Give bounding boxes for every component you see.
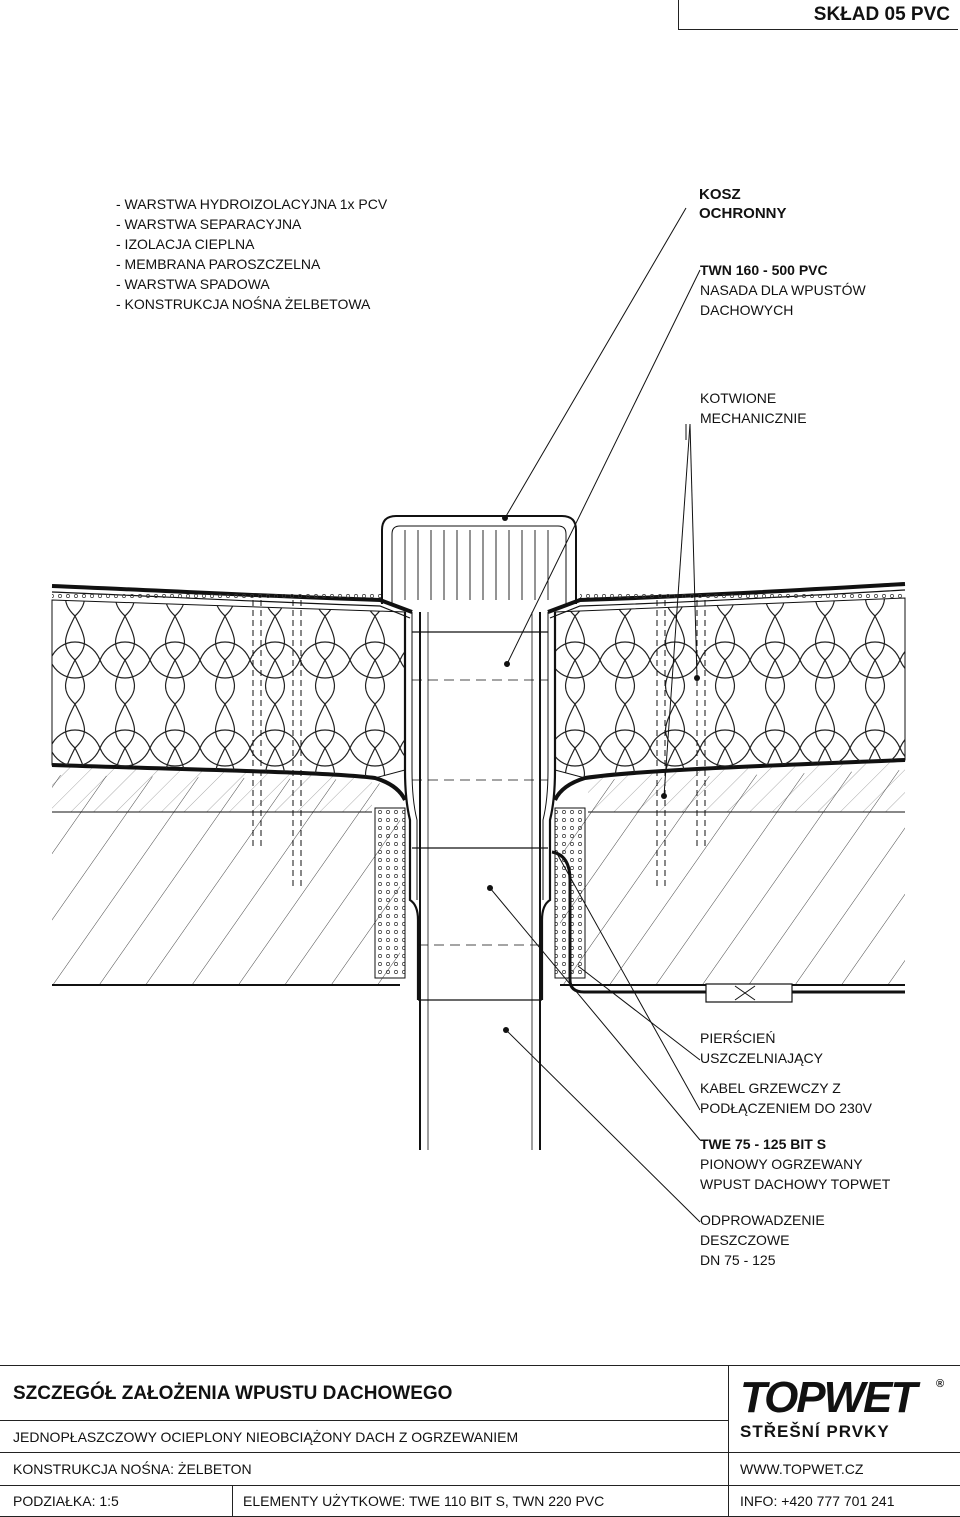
roof-drain-body (403, 612, 557, 1150)
layer-list: - WARSTWA HYDROIZOLACYJNA 1x PCV - WARST… (116, 194, 387, 314)
label-twn-line2: DACHOWYCH (700, 302, 794, 318)
footer-website: WWW.TOPWET.CZ (740, 1461, 864, 1477)
thermal-insulation (51, 597, 906, 779)
footer-title: SZCZEGÓŁ ZAŁOŻENIA WPUSTU DACHOWEGO (13, 1383, 453, 1404)
label-odprowadzenie: ODPROWADZENIE DESZCZOWE DN 75 - 125 (700, 1210, 825, 1270)
waterproof-membrane (51, 582, 906, 619)
label-kotwione: KOTWIONE MECHANICZNIE (700, 388, 807, 428)
label-kotwione-line2: MECHANICZNIE (700, 410, 807, 426)
footer-elements: ELEMENTY UŻYTKOWE: TWE 110 BIT S, TWN 22… (243, 1493, 605, 1509)
label-odprow-line3: DN 75 - 125 (700, 1252, 776, 1268)
title-block-rule (0, 1452, 960, 1453)
label-odprow-line2: DESZCZOWE (700, 1232, 790, 1248)
heating-cable (551, 850, 905, 994)
label-pierscien: PIERŚCIEŃ USZCZELNIAJĄCY (700, 1028, 823, 1068)
logo-registered-mark: ® (936, 1378, 945, 1390)
leader-dots (487, 515, 700, 1033)
label-pierscien-line2: USZCZELNIAJĄCY (700, 1050, 823, 1066)
footer-construction: KONSTRUKCJA NOŚNA: ŻELBETON (13, 1461, 252, 1477)
concrete-slab (52, 770, 905, 986)
title-block-rule (0, 1485, 960, 1486)
label-twe: TWE 75 - 125 BIT S PIONOWY OGRZEWANY WPU… (700, 1134, 890, 1194)
leader-lines (489, 207, 701, 1223)
label-kosz-line1: KOSZ (699, 186, 741, 203)
label-twn-line1: NASADA DLA WPUSTÓW (700, 282, 866, 298)
label-kabel-line2: PODŁĄCZENIEM DO 230V (700, 1100, 872, 1116)
label-kabel-line1: KABEL GRZEWCZY Z (700, 1080, 841, 1096)
layer-item: - KONSTRUKCJA NOŚNA ŻELBETOWA (116, 296, 371, 312)
footer-subtitle: JEDNOPŁASZCZOWY OCIEPLONY NIEOBCIĄŻONY D… (13, 1429, 519, 1445)
layer-item: - MEMBRANA PAROSZCZELNA (116, 256, 321, 272)
title-block-top-rule (0, 1365, 960, 1366)
topwet-logo: TOPWET ® STŘEŠNÍ PRVKY (740, 1373, 950, 1444)
sheet-title: SKŁAD 05 PVC (813, 4, 950, 25)
protective-basket (381, 515, 577, 604)
label-kabel: KABEL GRZEWCZY Z PODŁĄCZENIEM DO 230V (700, 1078, 872, 1118)
heated-drain-sleeve (374, 807, 586, 979)
logo-tagline: STŘEŠNÍ PRVKY (740, 1422, 890, 1441)
footer-scale: PODZIAŁKA: 1:5 (13, 1493, 119, 1509)
sheet-header-box: SKŁAD 05 PVC (678, 0, 958, 30)
layer-item: - WARSTWA SEPARACYJNA (116, 216, 302, 232)
label-twe-line2: WPUST DACHOWY TOPWET (700, 1176, 891, 1192)
label-odprow-line1: ODPROWADZENIE (700, 1212, 825, 1228)
cable-connector (705, 983, 793, 1003)
label-twe-code: TWE 75 - 125 BIT S (700, 1136, 827, 1152)
layer-item: - WARSTWA SPADOWA (116, 276, 270, 292)
layer-item: - IZOLACJA CIEPLNA (116, 236, 255, 252)
logo-wordmark: TOPWET (740, 1373, 917, 1422)
layer-item: - WARSTWA HYDROIZOLACYJNA 1x PCV (116, 196, 388, 212)
mechanical-anchors (252, 600, 706, 890)
title-block-divider (728, 1365, 729, 1517)
title-block-divider (232, 1485, 233, 1517)
label-twn-code: TWN 160 - 500 PVC (700, 262, 828, 278)
label-kosz-line2: OCHRONNY (699, 205, 787, 222)
label-kotwione-line1: KOTWIONE (700, 390, 777, 406)
label-pierscien-line1: PIERŚCIEŃ (700, 1030, 776, 1046)
label-kosz: KOSZ OCHRONNY (699, 185, 787, 223)
label-twe-line1: PIONOWY OGRZEWANY (700, 1156, 863, 1172)
technical-drawing (51, 207, 906, 1223)
label-twn: TWN 160 - 500 PVC NASADA DLA WPUSTÓW DAC… (700, 260, 866, 320)
slope-layer (52, 762, 905, 813)
title-block-rule (0, 1420, 728, 1421)
footer-info: INFO: +420 777 701 241 (740, 1493, 895, 1509)
